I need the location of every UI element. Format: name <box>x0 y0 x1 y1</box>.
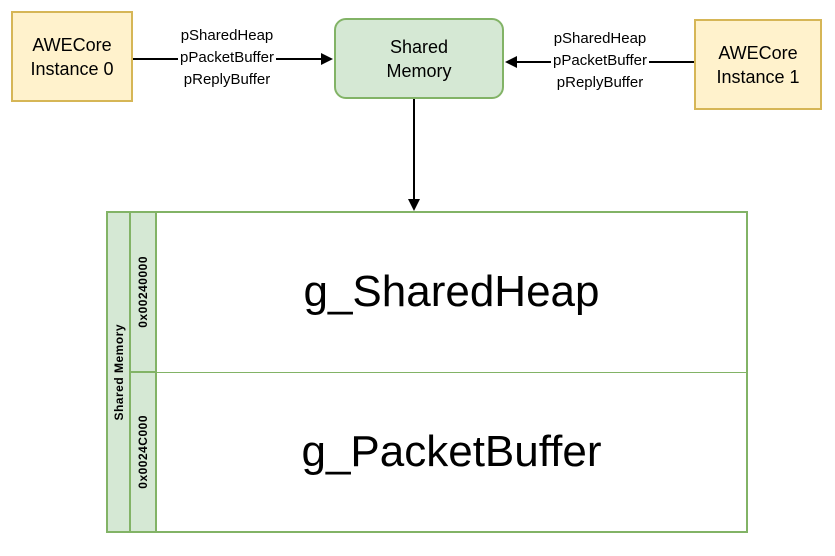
arrowhead-down-icon <box>408 199 420 211</box>
awecore-instance-1-node: AWECore Instance 1 <box>694 19 822 110</box>
table-side-header-cell: Shared Memory <box>108 213 131 531</box>
node-label-line: AWECore <box>32 34 112 55</box>
table-region-column: g_SharedHeap g_PacketBuffer <box>157 213 746 531</box>
address-label: 0x00240000 <box>136 256 150 328</box>
memory-region-label: g_SharedHeap <box>303 267 600 317</box>
arrow-shared-memory-to-table <box>413 99 415 200</box>
shared-memory-table: Shared Memory 0x00240000 0x0024C000 g_Sh… <box>106 211 748 533</box>
right-link-label: pSharedHeap pPacketBuffer pReplyBuffer <box>525 28 675 94</box>
address-cell: 0x0024C000 <box>131 373 155 531</box>
address-label: 0x0024C000 <box>136 415 150 489</box>
link-label-line: pSharedHeap <box>525 28 675 50</box>
arrowhead-right-icon <box>321 53 333 65</box>
node-label-line: Shared <box>389 36 449 57</box>
left-link-label: pSharedHeap pPacketBuffer pReplyBuffer <box>152 25 302 91</box>
memory-region-cell: g_PacketBuffer <box>157 373 746 532</box>
link-label-line: pSharedHeap <box>152 25 302 47</box>
awecore-instance-0-node: AWECore Instance 0 <box>11 11 133 102</box>
memory-region-label: g_PacketBuffer <box>301 426 602 476</box>
link-label-line: pReplyBuffer <box>152 69 302 91</box>
node-label-line: Instance 1 <box>716 66 800 87</box>
memory-region-cell: g_SharedHeap <box>157 213 746 373</box>
node-label-line: Memory <box>386 60 452 81</box>
node-label-line: Instance 0 <box>30 58 114 79</box>
table-address-column: 0x00240000 0x0024C000 <box>131 213 157 531</box>
shared-memory-node: Shared Memory <box>334 18 504 99</box>
link-label-line: pPacketBuffer <box>525 50 675 72</box>
arrowhead-left-icon <box>505 56 517 68</box>
link-label-line: pReplyBuffer <box>525 72 675 94</box>
address-cell: 0x00240000 <box>131 213 155 373</box>
table-side-header: Shared Memory <box>111 323 126 421</box>
link-label-line: pPacketBuffer <box>152 47 302 69</box>
node-label-line: AWECore <box>718 42 798 63</box>
